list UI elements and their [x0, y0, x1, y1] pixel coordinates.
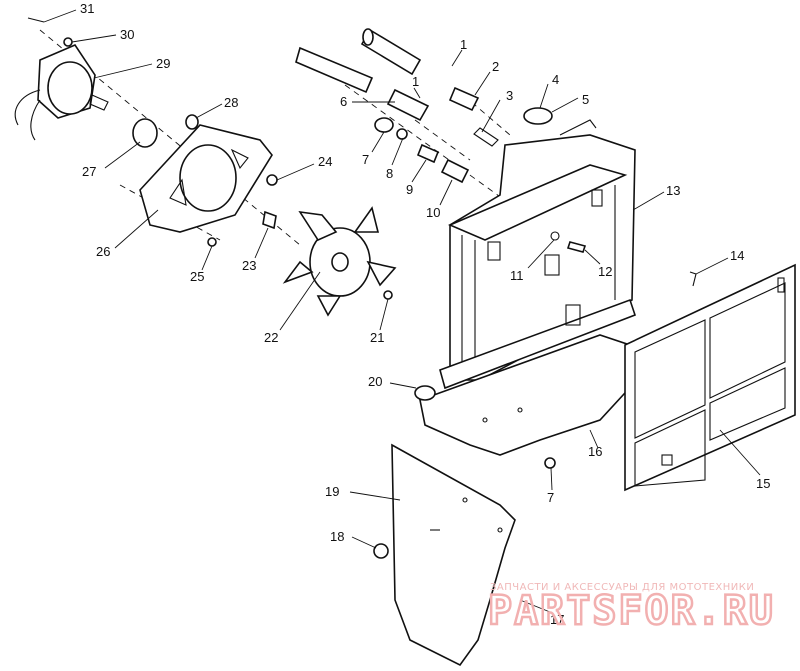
callout-22: 22	[264, 330, 278, 345]
callout-1-upper: 1	[460, 37, 467, 52]
callout-23: 23	[242, 258, 256, 273]
radiator-screen	[624, 263, 796, 492]
callout-10: 10	[426, 205, 440, 220]
fittings-group	[374, 117, 499, 184]
callout-15: 15	[756, 476, 770, 491]
radiator-hose-upper	[295, 28, 422, 94]
callout-19: 19	[325, 484, 339, 499]
callout-2: 2	[492, 59, 499, 74]
callout-14: 14	[730, 248, 744, 263]
callout-18: 18	[330, 529, 344, 544]
callout-27: 27	[82, 164, 96, 179]
hardware-small-parts	[27, 17, 697, 559]
hose-clamp	[386, 86, 480, 122]
mounting-bracket	[419, 334, 662, 456]
callout-28: 28	[224, 95, 238, 110]
watermark: ЗАПЧАСТИ И АКСЕССУАРЫ ДЛЯ МОТОТЕХНИКИ PA…	[487, 582, 775, 635]
side-cover-panel	[391, 443, 516, 667]
callout-24: 24	[318, 154, 332, 169]
callout-26: 26	[96, 244, 110, 259]
callout-5: 5	[582, 92, 589, 107]
callout-21: 21	[370, 330, 384, 345]
callout-17: 17	[550, 612, 564, 627]
callout-1-lower: 1	[412, 74, 419, 89]
callout-7-lower: 7	[547, 490, 554, 505]
callout-3: 3	[506, 88, 513, 103]
callout-13: 13	[666, 183, 680, 198]
watermark-tagline: ЗАПЧАСТИ И АКСЕССУАРЫ ДЛЯ МОТОТЕХНИКИ	[490, 582, 754, 593]
callout-labels: 31 30 29 28 27 26 25 24 23 22 21 20 19 1…	[80, 1, 770, 627]
callout-29: 29	[156, 56, 170, 71]
watermark-brand: PARTSFOR.RU	[488, 588, 775, 634]
callout-20: 20	[368, 374, 382, 389]
callout-4: 4	[552, 72, 559, 87]
callout-12: 12	[598, 264, 612, 279]
radiator-assembly	[439, 119, 637, 390]
callout-6: 6	[340, 94, 347, 109]
fan-shroud	[139, 124, 273, 233]
callout-7-upper: 7	[362, 152, 369, 167]
fan-motor	[14, 44, 109, 141]
callout-30: 30	[120, 27, 134, 42]
callout-16: 16	[588, 444, 602, 459]
callout-31: 31	[80, 1, 94, 16]
callout-9: 9	[406, 182, 413, 197]
callout-11: 11	[510, 268, 524, 283]
leader-lines	[43, 9, 761, 613]
callout-25: 25	[190, 269, 204, 284]
cooling-fan	[282, 206, 397, 317]
callout-8: 8	[386, 166, 393, 181]
